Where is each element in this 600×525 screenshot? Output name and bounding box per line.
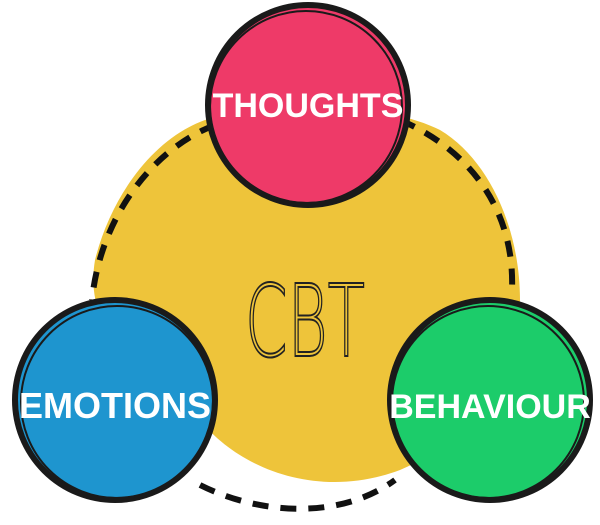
node-thoughts: THOUGHTS bbox=[205, 2, 411, 208]
dashed-cycle-outline bbox=[89, 117, 516, 512]
behaviour-label: BEHAVIOUR bbox=[389, 388, 591, 426]
cbt-title: CBT bbox=[245, 263, 365, 380]
node-behaviour: BEHAVIOUR bbox=[387, 297, 593, 503]
node-emotions: EMOTIONS bbox=[12, 297, 218, 503]
emotions-label: EMOTIONS bbox=[19, 385, 211, 426]
thoughts-label: THOUGHTS bbox=[213, 87, 404, 125]
